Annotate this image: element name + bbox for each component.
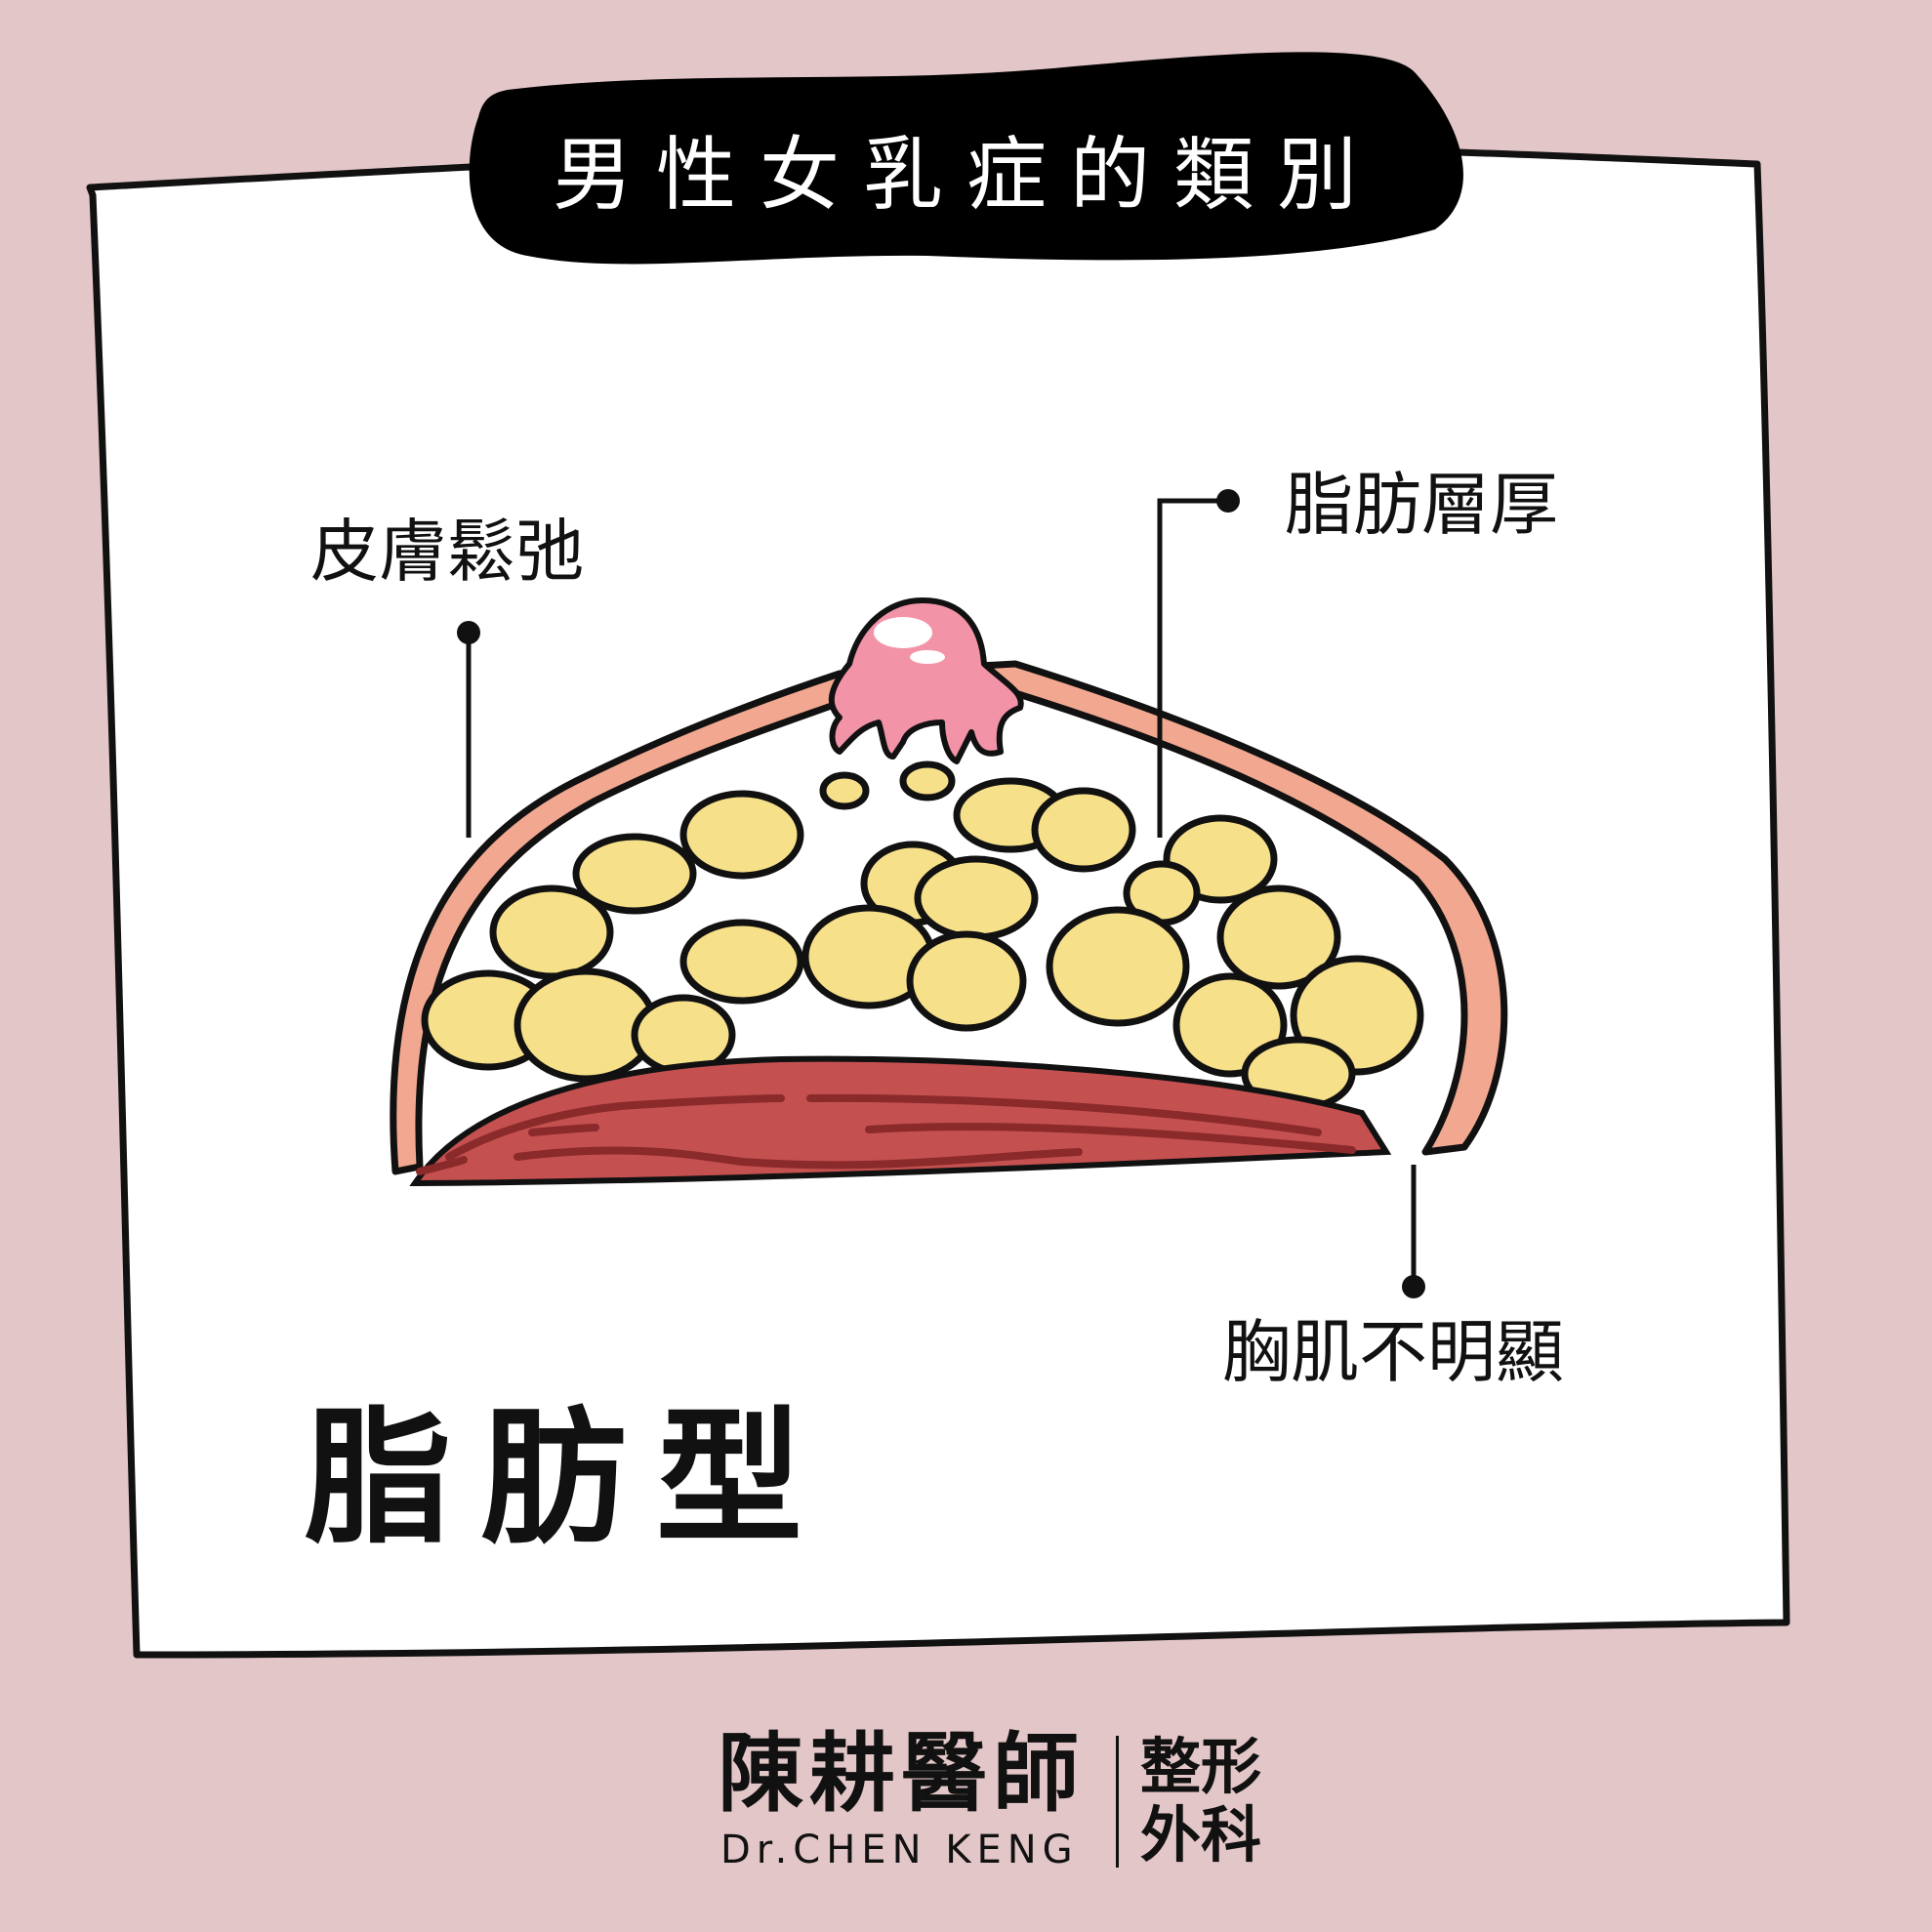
logo-department: 整形 外科	[1140, 1733, 1277, 1870]
logo-english-name: Dr.CHEN KENG	[720, 1828, 1079, 1872]
label-skin-loose: 皮膚鬆弛	[310, 512, 584, 592]
label-muscle-indistinct: 胸肌不明顯	[1222, 1312, 1564, 1392]
logo-divider	[1116, 1736, 1119, 1868]
page-title: 男性女乳症的類別	[552, 129, 1380, 222]
logo-name: 陳耕醫師	[718, 1722, 1086, 1824]
logo-dept-line1: 整形	[1140, 1731, 1262, 1802]
type-title: 脂肪型	[305, 1394, 833, 1564]
label-fat-thick: 脂肪層厚	[1285, 465, 1558, 545]
logo-dept-line2: 外科	[1140, 1799, 1262, 1870]
